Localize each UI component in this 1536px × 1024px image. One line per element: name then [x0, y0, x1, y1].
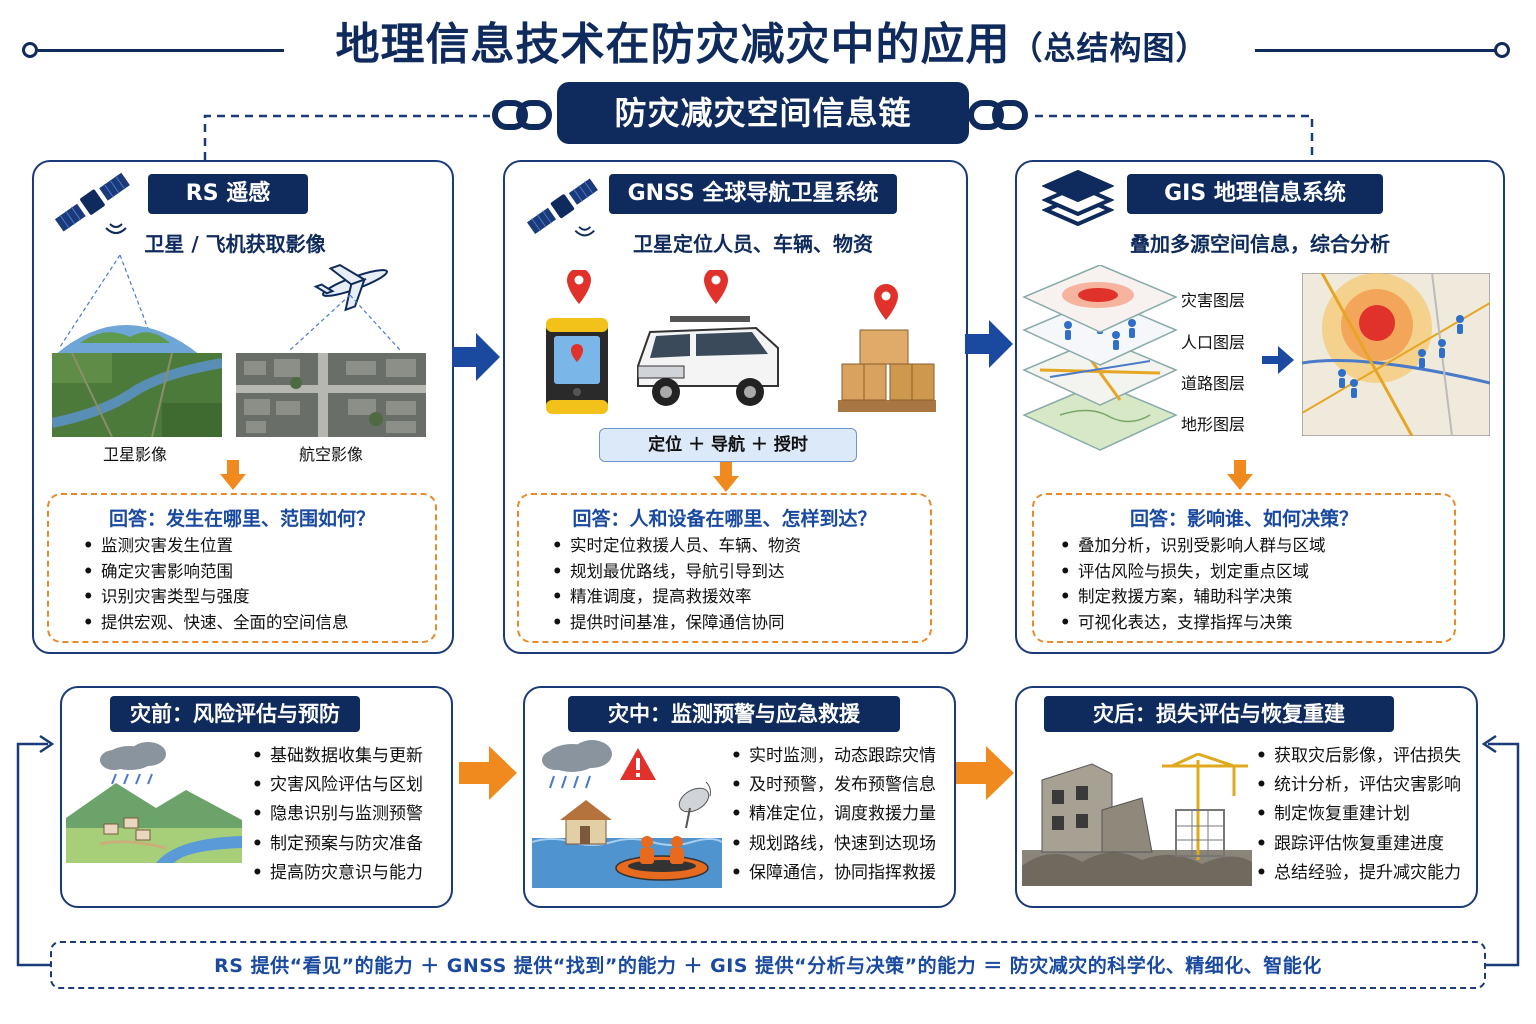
stage-before-illustration: [66, 742, 242, 863]
page-title-main: 地理信息技术在防灾减灾中的应用: [335, 19, 1011, 70]
gis-layer-label-road: 道路图层: [1181, 374, 1246, 393]
stage-before-header: 灾前：风险评估与预防: [110, 696, 360, 732]
location-pin-icon: [567, 270, 898, 320]
gis-header: GIS 地理信息系统: [1127, 174, 1383, 214]
chain-link-left-icon: [492, 100, 552, 130]
rs-header: RS 遥感: [148, 174, 308, 214]
list-item: 提供宏观、快速、全面的空间信息: [83, 610, 349, 636]
title-left-dot: [22, 42, 38, 58]
list-item: 制定救援方案，辅助科学决策: [1060, 584, 1326, 610]
stage-during-list: 实时监测，动态跟踪灾情 及时预警，发布预警信息 精准定位，调度救援力量 规划路线…: [731, 742, 936, 888]
stage-before-list: 基础数据收集与更新 灾害风险评估与区划 隐患识别与监测预警 制定预案与防灾准备 …: [252, 742, 423, 888]
chain-connector-lines: [203, 114, 1314, 160]
chain-banner: 防灾减灾空间信息链: [557, 82, 969, 144]
stage-during-illustration: [532, 740, 722, 888]
gnss-answer-title: 回答：人和设备在哪里、怎样到达？: [572, 508, 877, 530]
list-item: 实时定位救援人员、车辆、物资: [552, 533, 801, 559]
page-title: 地理信息技术在防灾减灾中的应用（总结构图）: [300, 8, 1244, 72]
flow-arrow-before-during: [459, 746, 517, 800]
warning-icon: [620, 748, 656, 780]
rs-answer-list: 监测灾害发生位置 确定灾害影响范围 识别灾害类型与强度 提供宏观、快速、全面的空…: [83, 533, 349, 635]
gis-answer-title: 回答：影响谁、如何决策？: [1129, 508, 1358, 530]
gps-handheld-icon: [546, 318, 608, 414]
rs-subtitle: 卫星 / 飞机获取影像: [144, 232, 326, 256]
gnss-subtitle: 卫星定位人员、车辆、物资: [633, 232, 873, 256]
gis-layer-label-hazard: 灾害图层: [1181, 291, 1246, 310]
flow-arrow-gnss-gis: [965, 320, 1013, 368]
rs-down-arrow: [220, 460, 246, 490]
list-item: 获取灾后影像，评估损失: [1256, 742, 1461, 771]
gis-result-map: [1302, 273, 1490, 436]
supplies-boxes-icon: [838, 329, 936, 412]
list-item: 可视化表达，支撑指挥与决策: [1060, 610, 1326, 636]
list-item: 实时监测，动态跟踪灾情: [731, 742, 936, 771]
airplane-icon: [313, 263, 389, 312]
title-left-line: [38, 49, 284, 52]
aerial-image: [236, 353, 426, 437]
page-title-paren: （总结构图）: [1010, 29, 1209, 67]
gnss-answer-list: 实时定位救援人员、车辆、物资 规划最优路线，导航引导到达 精准调度，提高救援效率…: [552, 533, 801, 635]
gnss-header: GNSS 全球导航卫星系统: [609, 174, 897, 214]
stage-after-header: 灾后：损失评估与恢复重建: [1044, 696, 1394, 732]
aerial-image-caption: 航空影像: [298, 445, 363, 464]
list-item: 提高防灾意识与能力: [252, 859, 423, 888]
list-item: 精准定位，调度救援力量: [731, 800, 936, 829]
rs-answer-title: 回答：发生在哪里、范围如何？: [108, 508, 375, 530]
stage-after-list: 获取灾后影像，评估损失 统计分析，评估灾害影响 制定恢复重建计划 跟踪评估恢复重…: [1256, 742, 1461, 888]
cycle-loop-connector: [16, 734, 1520, 967]
summary-text: RS 提供“看见”的能力 ＋ GNSS 提供“找到”的能力 ＋ GIS 提供“分…: [214, 955, 1322, 977]
satellite-dish-icon: [678, 781, 711, 829]
list-item: 跟踪评估恢复重建进度: [1256, 830, 1461, 859]
stage-during-header: 灾中：监测预警与应急救援: [568, 696, 900, 732]
list-item: 规划路线，快速到达现场: [731, 830, 936, 859]
list-item: 叠加分析，识别受影响人群与区域: [1060, 533, 1326, 559]
gnss-satellite-icon: [525, 177, 600, 237]
list-item: 及时预警，发布预警信息: [731, 771, 936, 800]
satellite-image-caption: 卫星影像: [102, 445, 167, 464]
list-item: 确定灾害影响范围: [83, 559, 349, 585]
flow-arrow-during-after: [956, 746, 1014, 800]
satellite-image: [52, 353, 222, 437]
rs-answer-box: 回答：发生在哪里、范围如何？ 监测灾害发生位置 确定灾害影响范围 识别灾害类型与…: [47, 493, 437, 643]
rescue-boat-icon: [615, 836, 709, 881]
layers-icon: [1042, 170, 1114, 227]
list-item: 制定预案与防灾准备: [252, 830, 423, 859]
gis-answer-box: 回答：影响谁、如何决策？ 叠加分析，识别受影响人群与区域 评估风险与损失，划定重…: [1032, 493, 1456, 643]
list-item: 规划最优路线，导航引导到达: [552, 559, 801, 585]
list-item: 评估风险与损失，划定重点区域: [1060, 559, 1326, 585]
gis-answer-list: 叠加分析，识别受影响人群与区域 评估风险与损失，划定重点区域 制定救援方案，辅助…: [1060, 533, 1326, 635]
gis-overlay-arrow: [1262, 346, 1294, 374]
stage-after-illustration: [1022, 752, 1252, 886]
satellite-icon: [53, 171, 132, 234]
flow-arrow-rs-gnss: [452, 333, 500, 381]
list-item: 总结经验，提升减灾能力: [1256, 859, 1461, 888]
list-item: 隐患识别与监测预警: [252, 800, 423, 829]
chain-link-right-icon: [968, 100, 1028, 130]
gis-layer-label-terrain: 地形图层: [1181, 415, 1246, 434]
list-item: 识别灾害类型与强度: [83, 584, 349, 610]
list-item: 统计分析，评估灾害影响: [1256, 771, 1461, 800]
list-item: 灾害风险评估与区划: [252, 771, 423, 800]
gis-layer-label-population: 人口图层: [1181, 333, 1246, 352]
summary-box: RS 提供“看见”的能力 ＋ GNSS 提供“找到”的能力 ＋ GIS 提供“分…: [50, 941, 1486, 989]
list-item: 基础数据收集与更新: [252, 742, 423, 771]
list-item: 精准调度，提高救援效率: [552, 584, 801, 610]
gnss-capability-bar: 定位 ＋ 导航 ＋ 授时: [599, 428, 857, 462]
list-item: 制定恢复重建计划: [1256, 800, 1461, 829]
gnss-down-arrow: [713, 462, 739, 492]
gnss-answer-box: 回答：人和设备在哪里、怎样到达？ 实时定位救援人员、车辆、物资 规划最优路线，导…: [517, 493, 932, 643]
rs-imaging-illustration: [55, 255, 401, 355]
list-item: 提供时间基准，保障通信协同: [552, 610, 801, 636]
rescue-vehicle-icon: [637, 316, 779, 406]
gis-layer-stack: [1022, 265, 1178, 451]
list-item: 保障通信，协同指挥救援: [731, 859, 936, 888]
gis-down-arrow: [1227, 460, 1253, 490]
title-right-dot: [1494, 42, 1510, 58]
gis-subtitle: 叠加多源空间信息，综合分析: [1130, 232, 1390, 256]
title-right-line: [1255, 49, 1496, 52]
gnss-devices-illustration: [546, 270, 936, 414]
list-item: 监测灾害发生位置: [83, 533, 349, 559]
